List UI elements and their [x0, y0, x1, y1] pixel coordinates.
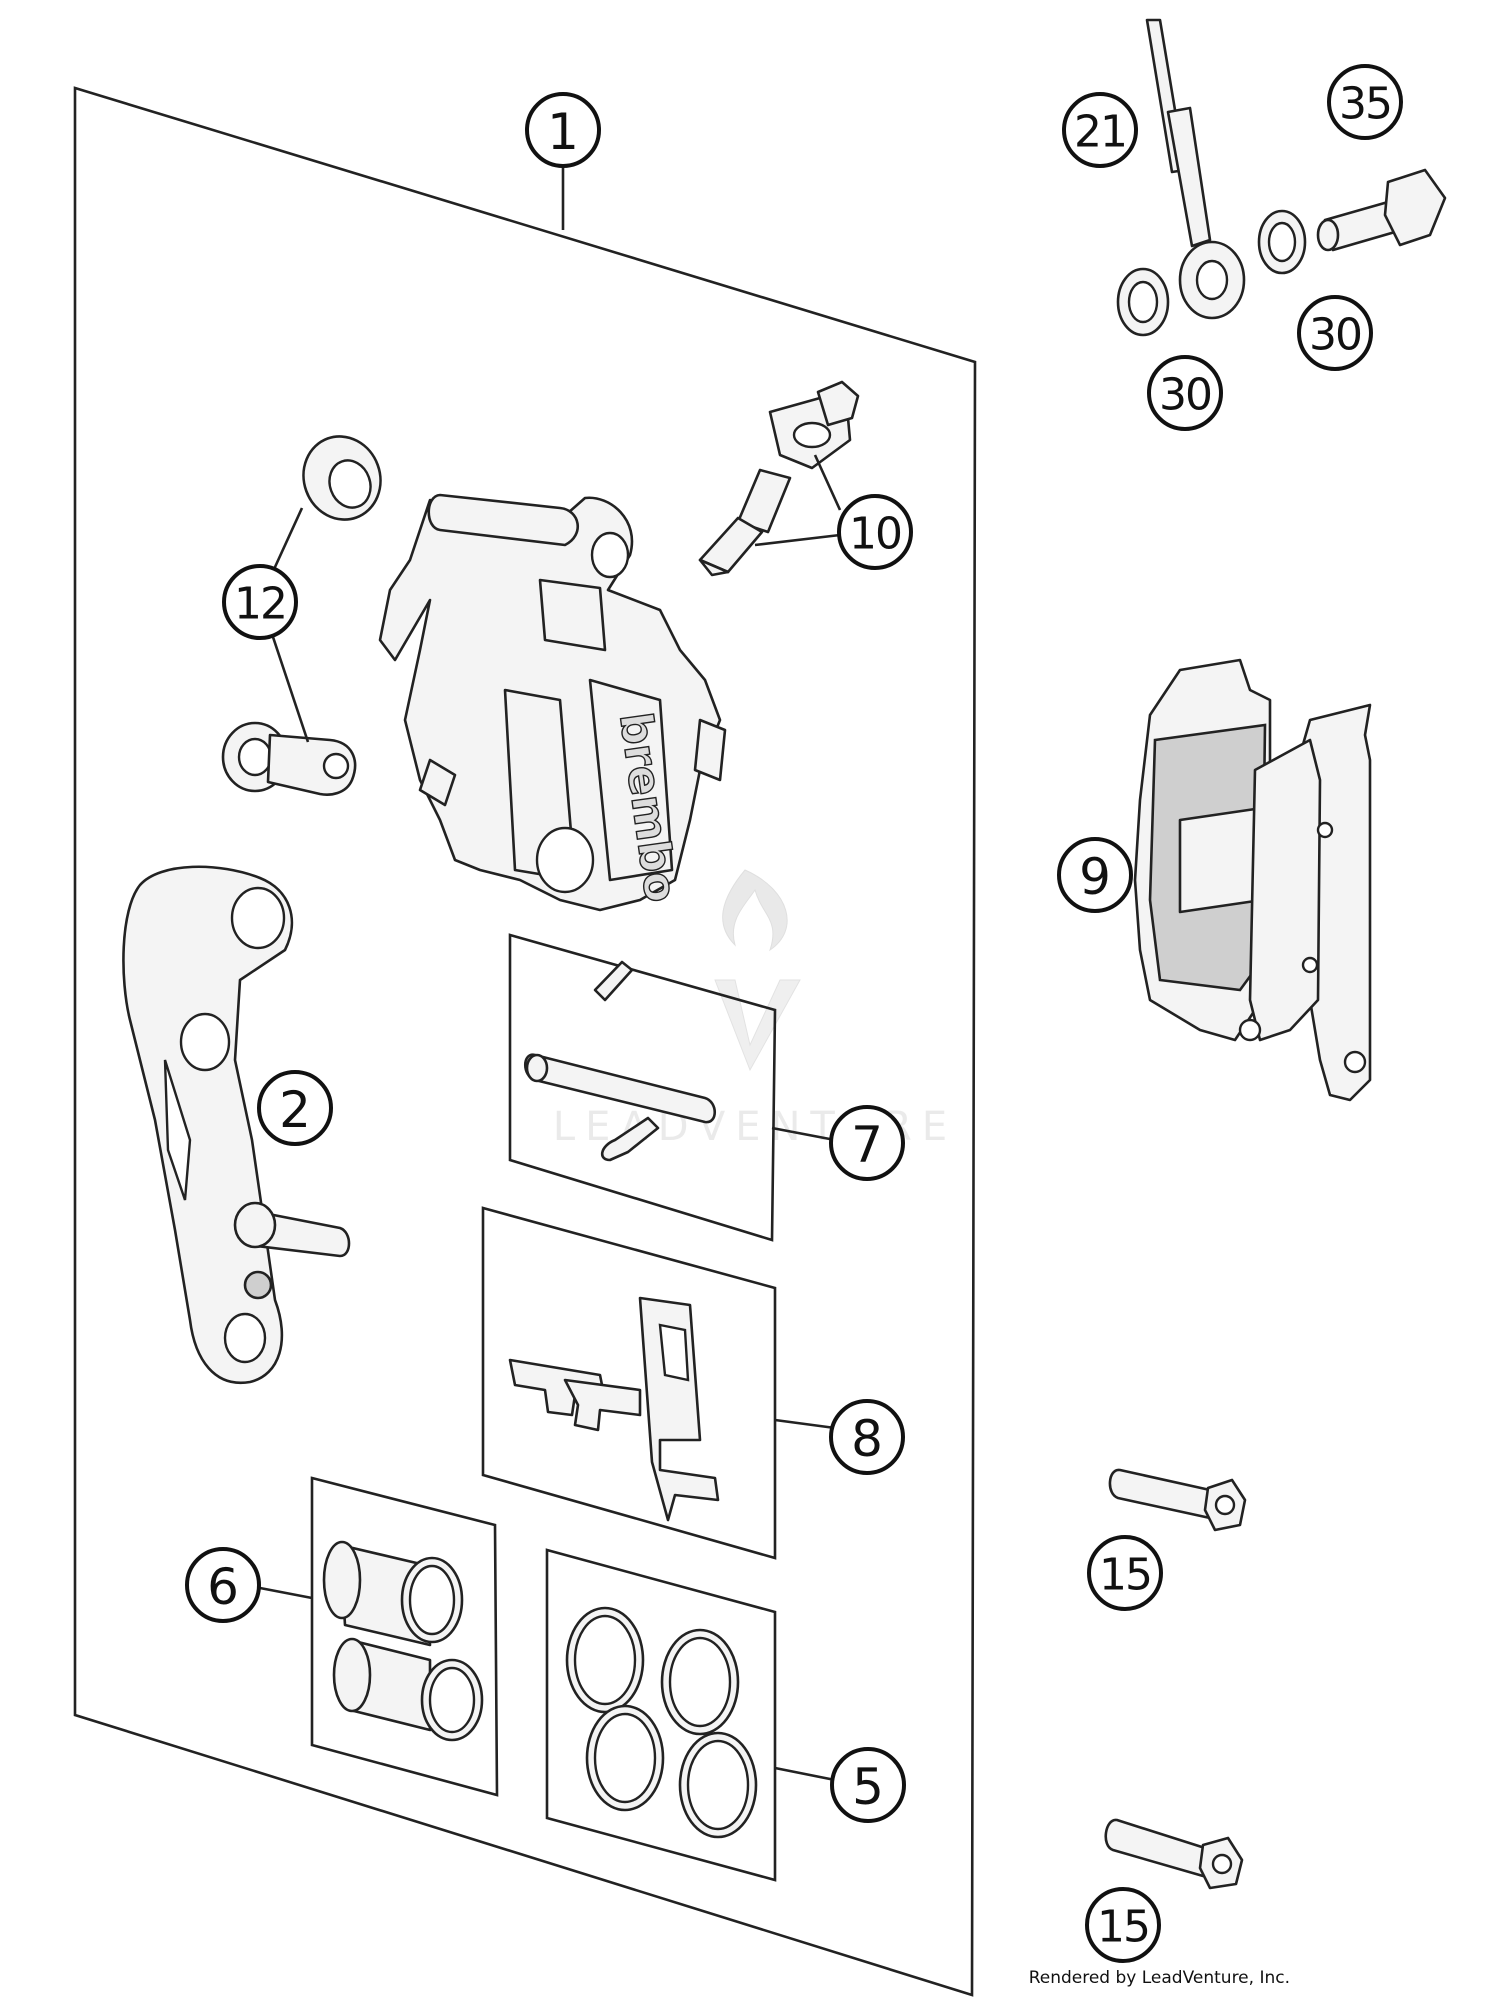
svg-text:7: 7 [851, 1116, 883, 1174]
leader-5 [774, 1766, 836, 1782]
callout-35: 35 [1327, 64, 1403, 140]
footer-credit: Rendered by LeadVenture, Inc. [1029, 1968, 1290, 1988]
callout-2: 2 [257, 1070, 333, 1146]
callout-12: 12 [222, 564, 298, 640]
leader-6 [259, 1586, 313, 1600]
svg-text:9: 9 [1079, 848, 1111, 906]
leader-10a [813, 454, 842, 511]
svg-text:21: 21 [1074, 107, 1126, 158]
part-21-brake-line [1145, 18, 1246, 320]
leader-8 [774, 1418, 836, 1430]
callout-8: 8 [829, 1399, 905, 1475]
svg-text:5: 5 [852, 1758, 884, 1816]
part-5-seals [565, 1606, 758, 1839]
seal-kit-frame [545, 1548, 777, 1882]
callout-30-right: 30 [1297, 295, 1373, 371]
callout-1: 1 [525, 92, 601, 168]
leader-10b [754, 533, 841, 547]
leader-12b [268, 627, 310, 743]
svg-text:8: 8 [851, 1410, 883, 1468]
part-6-pistons [322, 1540, 484, 1742]
part-2-caliper-bracket [122, 865, 351, 1385]
callout-5: 5 [830, 1747, 906, 1823]
svg-text:2: 2 [279, 1081, 311, 1139]
callout-10: 10 [837, 494, 913, 570]
svg-text:15: 15 [1099, 1550, 1151, 1601]
callout-9: 9 [1057, 837, 1133, 913]
callout-15-lower: 15 [1085, 1887, 1161, 1963]
part-15-bolt-upper [1108, 1468, 1247, 1532]
svg-text:6: 6 [207, 1558, 239, 1616]
callout-21: 21 [1062, 92, 1138, 168]
brake-caliper-body: brembo [378, 493, 727, 912]
watermark: LEADVENTURE [553, 869, 947, 1150]
part-12-seals [221, 435, 382, 796]
callout-7: 7 [829, 1105, 905, 1181]
caliper-kit-frame [73, 86, 977, 1997]
leader-12a [268, 507, 304, 579]
part-9-brake-pads [1133, 658, 1372, 1102]
svg-text:1: 1 [547, 103, 579, 161]
svg-text:30: 30 [1309, 310, 1361, 361]
part-30-washers [1116, 209, 1307, 337]
svg-text:10: 10 [849, 509, 901, 560]
part-8-pad-springs [508, 1296, 720, 1522]
svg-text:35: 35 [1339, 79, 1391, 130]
pad-spring-frame [481, 1206, 777, 1560]
part-7-pin-kit [523, 960, 717, 1162]
svg-text:15: 15 [1097, 1902, 1149, 1953]
svg-text:12: 12 [234, 579, 286, 630]
callout-30-left: 30 [1147, 355, 1223, 431]
leader-7 [771, 1126, 836, 1142]
callout-6: 6 [185, 1547, 261, 1623]
svg-text:30: 30 [1159, 370, 1211, 421]
part-15-bolt-lower [1104, 1818, 1244, 1890]
watermark-v-icon [714, 979, 801, 1072]
piston-kit-frame [310, 1476, 499, 1797]
part-35-banjo-bolt [1316, 168, 1447, 252]
part-10-bleed-screw [698, 380, 860, 577]
callout-15-upper: 15 [1087, 1535, 1163, 1611]
pin-kit-frame [508, 933, 777, 1242]
watermark-flame-icon [722, 869, 788, 952]
